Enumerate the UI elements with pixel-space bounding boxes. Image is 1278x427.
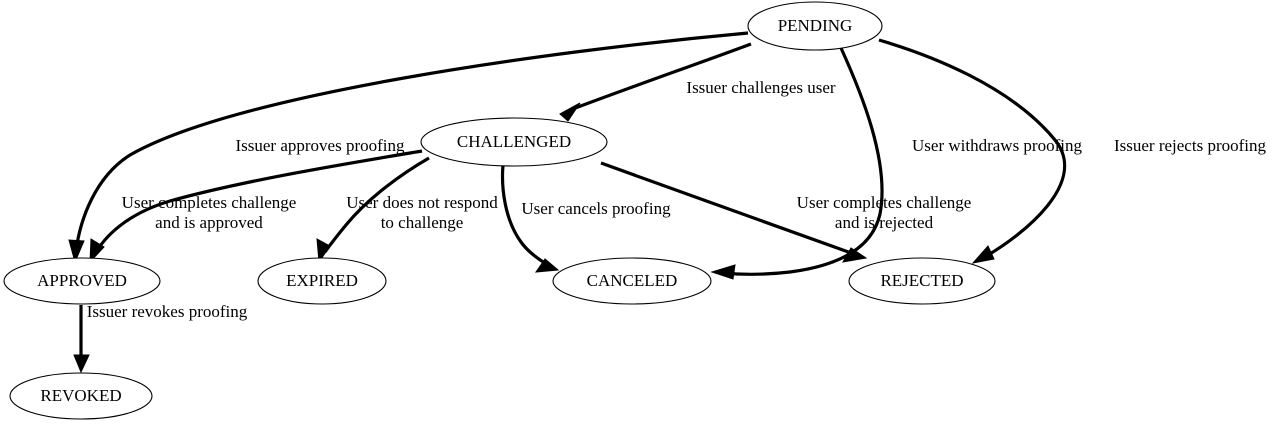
arrowhead-icon (559, 102, 581, 122)
edge-label-pending-challenged: Issuer challenges user (686, 78, 836, 97)
edge-line-challenged-rejected (600, 161, 855, 256)
node-challenged[interactable]: CHALLENGED (420, 117, 608, 167)
edge-challenged-canceled (500, 164, 560, 273)
arrowhead-icon (971, 245, 995, 264)
arrowhead-icon (89, 238, 105, 264)
node-approved[interactable]: APPROVED (3, 257, 161, 305)
node-shape-challenged[interactable] (420, 117, 608, 167)
edge-label-pending-rejected: Issuer rejects proofing (1114, 136, 1267, 155)
edge-label-approved-revoked: Issuer revokes proofing (87, 302, 248, 321)
node-shape-expired[interactable] (257, 257, 387, 305)
edge-line-challenged-expired (323, 156, 430, 253)
edge-label-challenged-canceled: User cancels proofing (521, 199, 671, 218)
edge-line-pending-canceled (722, 47, 884, 276)
arrowhead-icon (316, 238, 331, 264)
edge-line-pending-approved (74, 31, 749, 252)
node-shape-canceled[interactable] (552, 257, 712, 305)
node-shape-rejected[interactable] (848, 257, 996, 305)
edge-challenged-expired (316, 156, 430, 264)
edge-challenged-approved (89, 149, 423, 264)
node-layer: PENDING CHALLENGED APPROVED EXPIRED CANCELED… (3, 1, 996, 420)
node-label-canceled: CANCELED (587, 271, 678, 290)
node-expired[interactable]: EXPIRED (257, 257, 387, 305)
node-label-approved: APPROVED (37, 271, 127, 290)
edge-pending-approved (68, 31, 749, 264)
node-label-rejected: REJECTED (880, 271, 963, 290)
edge-label-pending-canceled: User withdraws proofing (912, 136, 1082, 155)
node-shape-revoked[interactable] (9, 372, 153, 420)
edge-layer (68, 31, 1067, 374)
node-label-challenged: CHALLENGED (457, 132, 571, 151)
node-shape-pending[interactable] (747, 1, 883, 51)
arrowhead-icon (73, 354, 90, 374)
edge-line-pending-challenged (569, 42, 752, 112)
node-pending[interactable]: PENDING (747, 1, 883, 51)
arrowhead-icon (710, 264, 736, 280)
edge-pending-challenged (559, 42, 752, 122)
edge-line-challenged-canceled (500, 164, 549, 267)
edge-pending-rejected (878, 38, 1067, 264)
node-revoked[interactable]: REVOKED (9, 372, 153, 420)
node-label-revoked: REVOKED (40, 386, 121, 405)
edge-pending-canceled (710, 47, 884, 280)
arrowhead-icon (68, 239, 85, 264)
edge-line-challenged-approved (94, 149, 423, 253)
node-label-expired: EXPIRED (286, 271, 358, 290)
arrowhead-icon (534, 258, 560, 273)
edge-line-pending-rejected (878, 38, 1067, 260)
node-shape-approved[interactable] (3, 257, 161, 305)
edge-approved-revoked (73, 305, 90, 374)
node-rejected[interactable]: REJECTED (848, 257, 996, 305)
node-canceled[interactable]: CANCELED (552, 257, 712, 305)
node-label-pending: PENDING (778, 16, 853, 35)
edge-label-pending-approved: Issuer approves proofing (235, 136, 405, 155)
